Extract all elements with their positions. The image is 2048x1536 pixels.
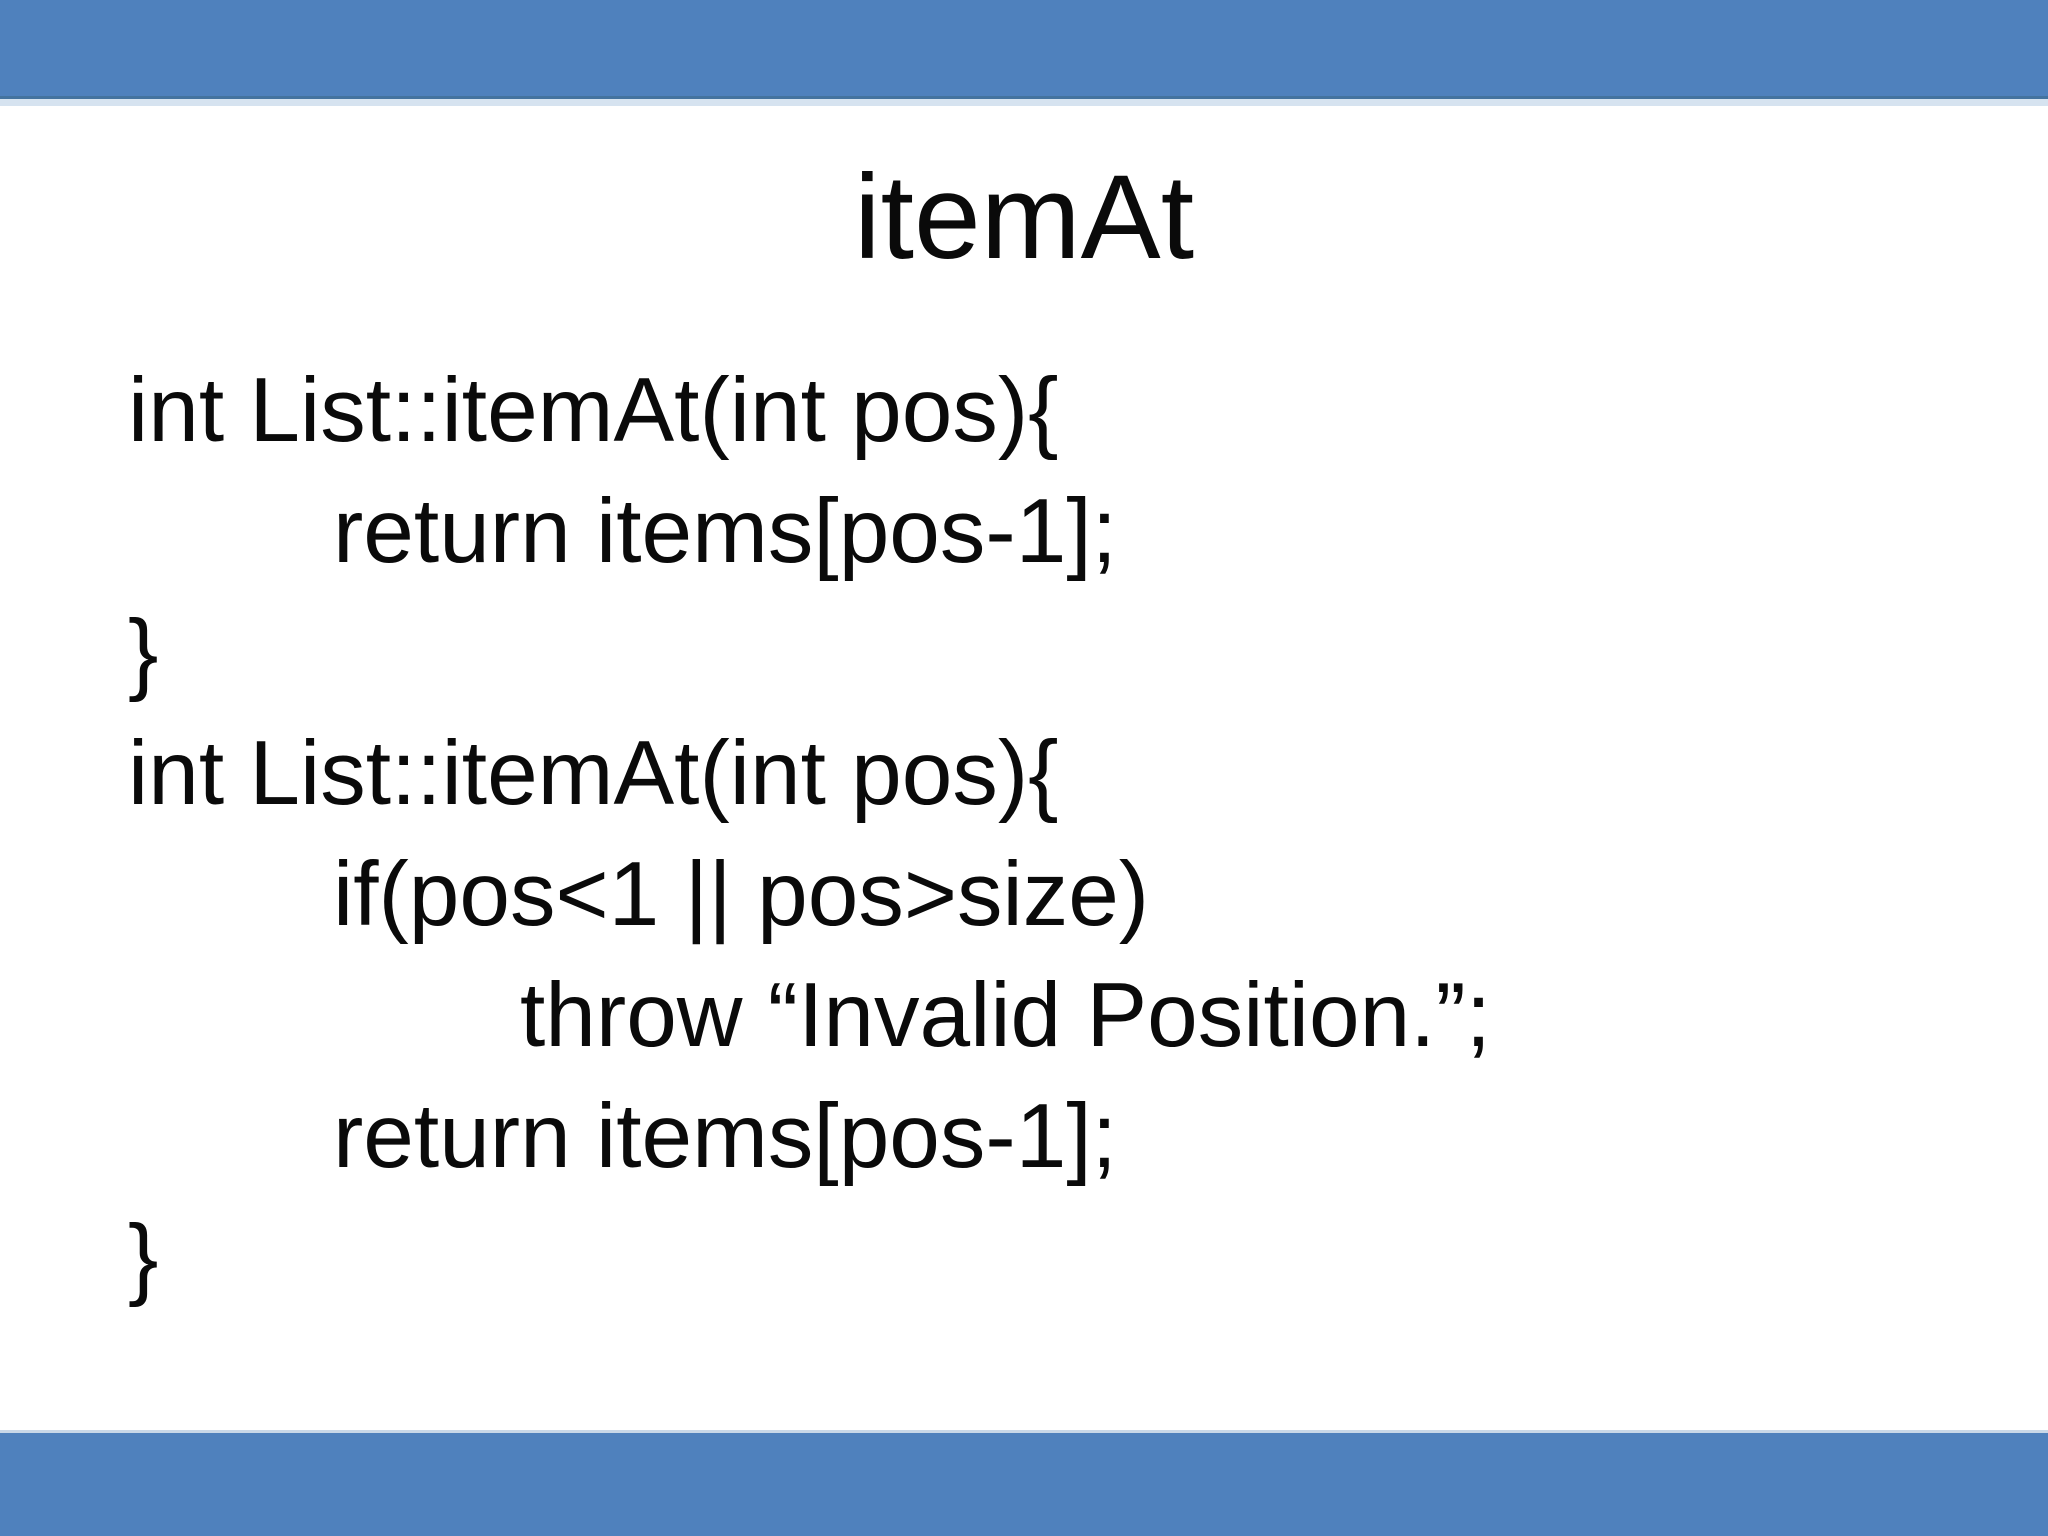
code-line: return items[pos-1]; — [333, 481, 1117, 582]
slide-title: itemAt — [853, 150, 1195, 284]
code-line: if(pos<1 || pos>size) — [333, 844, 1150, 945]
code-line: } — [128, 1207, 159, 1308]
code-line: return items[pos-1]; — [333, 1086, 1117, 1187]
top-banner — [0, 0, 2048, 99]
code-line: int List::itemAt(int pos){ — [128, 723, 1059, 824]
code-line: throw “Invalid Position.”; — [520, 965, 1492, 1066]
code-block: int List::itemAt(int pos){ return items[… — [128, 350, 2008, 1318]
code-line: int List::itemAt(int pos){ — [128, 360, 1059, 461]
bottom-banner — [0, 1430, 2048, 1536]
code-line: } — [128, 602, 159, 703]
